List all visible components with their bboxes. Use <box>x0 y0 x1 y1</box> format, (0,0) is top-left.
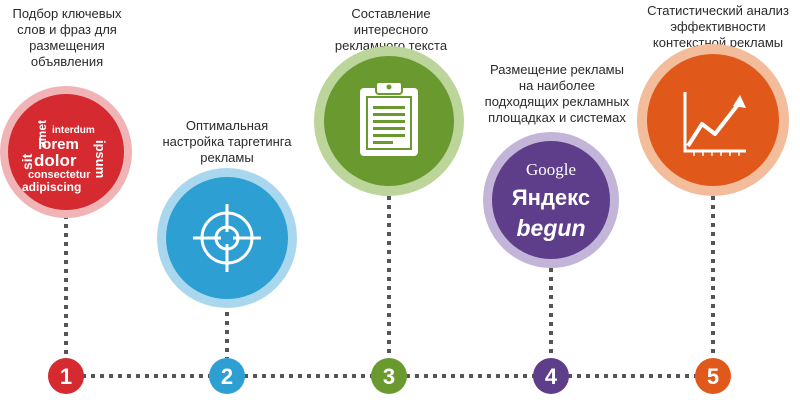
step-number-2: 2 <box>221 364 233 389</box>
step-badge-1: 1 <box>48 358 84 394</box>
step-5-caption: Статистический анализ эффективности конт… <box>647 3 789 50</box>
word-lorem: lorem <box>38 136 79 153</box>
begun-logo: begun <box>517 215 586 241</box>
google-logo: Google <box>526 160 576 179</box>
word-consectetur: consectetur <box>28 169 91 181</box>
step-number-3: 3 <box>383 364 395 389</box>
ad-platforms-logos: Google Яндекс begun <box>512 160 590 241</box>
step-1-caption: Подбор ключевых слов и фраз для размещен… <box>12 6 122 69</box>
step-3-caption: Составление интересного рекламного текст… <box>334 6 448 53</box>
step-badge-5: 5 <box>695 358 731 394</box>
step-4-circle: Google Яндекс begun <box>483 132 619 268</box>
clipboard-icon <box>360 81 418 156</box>
word-cloud-icon: interdum lorem dolor consectetur adipisc… <box>19 120 108 194</box>
step-badge-4: 4 <box>533 358 569 394</box>
step-badge-2: 2 <box>209 358 245 394</box>
step-2-caption: Оптимальная настройка таргетинга рекламы <box>162 118 292 165</box>
word-dolor: dolor <box>34 151 77 170</box>
step-1-circle: interdum lorem dolor consectetur adipisc… <box>0 86 132 218</box>
step-number-5: 5 <box>707 364 719 389</box>
word-adipiscing: adipiscing <box>22 180 81 194</box>
step-5-circle <box>637 44 789 196</box>
word-interdum: interdum <box>52 125 95 136</box>
crosshair-icon <box>193 204 261 272</box>
step-number-4: 4 <box>545 364 558 389</box>
step-number-1: 1 <box>60 364 72 389</box>
yandex-logo: Яндекс <box>512 185 590 210</box>
word-sit: sit <box>19 153 35 170</box>
step-badge-3: 3 <box>371 358 407 394</box>
step-4-caption: Размещение рекламы на наиболее подходящи… <box>484 62 630 125</box>
word-amet: amet <box>35 120 49 148</box>
growth-chart-icon <box>683 92 746 156</box>
word-ipsum: ipsum <box>93 140 108 178</box>
step-3-circle <box>314 46 464 196</box>
step-2-circle <box>157 168 297 308</box>
